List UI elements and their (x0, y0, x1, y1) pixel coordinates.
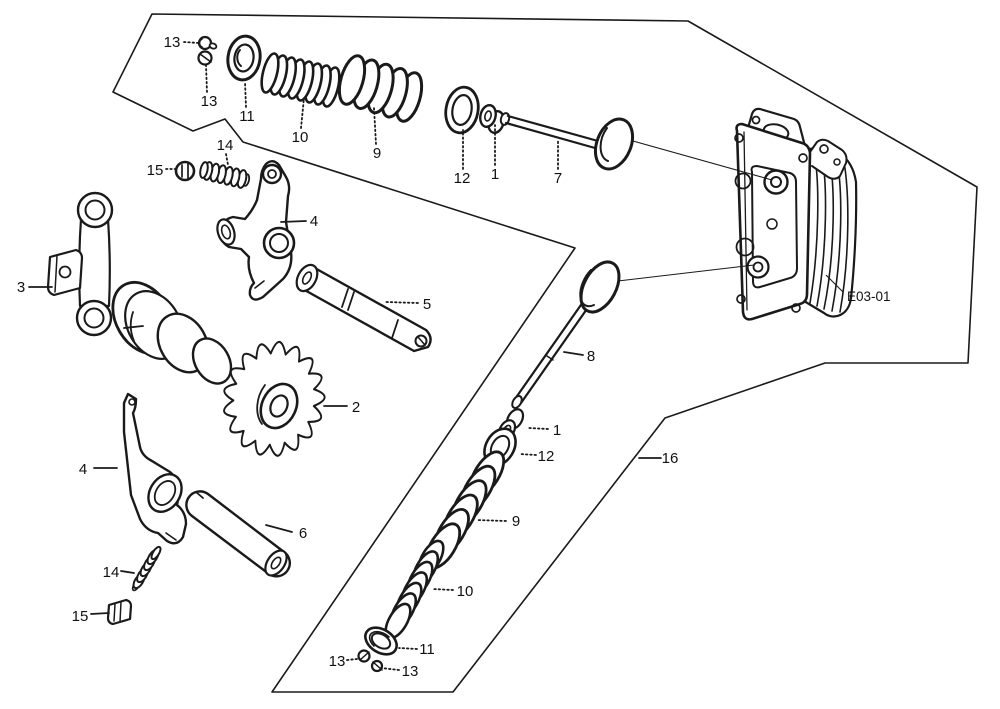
leader-8 (563, 351, 584, 356)
leader-10-top (300, 97, 305, 129)
callout-15-lower: 15 (72, 608, 89, 625)
part-9-outer-valve-spring-top (337, 54, 424, 123)
leader-14-top (225, 153, 229, 166)
callout-7: 7 (554, 170, 562, 187)
part-5-rocker-arm-shaft-upper (295, 263, 432, 353)
callout-15-top: 15 (147, 162, 164, 179)
part-13-valve-cotter-top-b (197, 50, 213, 66)
exhaust-valve-guide-bore (746, 255, 770, 279)
part-4-rocker-arm-upper (216, 160, 296, 301)
part-14-adjusting-screw-top (199, 161, 251, 189)
callout-14-lower: 14 (103, 564, 120, 581)
leader-15-lower (90, 612, 110, 615)
callout-4-upper: 4 (310, 213, 318, 230)
callout-11-top: 11 (239, 108, 255, 125)
figure-code-label: E03-01 (847, 289, 891, 304)
leader-14-lower (120, 570, 135, 574)
part-7-intake-valve (499, 112, 635, 171)
part-11-spring-retainer-top (226, 34, 262, 82)
part-12-spring-seat-top (444, 85, 480, 135)
leader-11-top (244, 81, 247, 108)
callout-13-top-a: 13 (164, 34, 181, 51)
part-4-rocker-arm-lower (122, 392, 188, 545)
leader-9-top (373, 107, 377, 145)
part-8-exhaust-valve (511, 260, 621, 409)
leader-5 (385, 301, 419, 304)
callout-9-lower: 9 (512, 513, 520, 530)
part-2-cam-sprocket (223, 340, 326, 457)
part-11-spring-retainer-lower (364, 626, 398, 656)
callout-16: 16 (662, 450, 679, 467)
part-13-valve-cotter-lower-a (357, 649, 371, 663)
leader-10-lower (431, 588, 454, 591)
part-2-camshaft (111, 281, 233, 385)
diagram-border-outline (112, 13, 978, 693)
callout-8: 8 (587, 348, 595, 365)
callout-4-lower: 4 (79, 461, 87, 478)
part-15-lock-nut-lower (106, 598, 133, 626)
callout-10-lower: 10 (457, 583, 474, 600)
pointer-exhaust-valve-to-head (617, 264, 755, 282)
callout-12-lower: 12 (538, 448, 555, 465)
leader-13-lower-b (380, 667, 400, 671)
leader-13-top-b (205, 64, 208, 93)
part-13-valve-cotter-top-a (197, 35, 218, 51)
leader-11-lower (398, 647, 418, 650)
callout-9-top: 9 (373, 145, 381, 162)
part-15-lock-nut-top (174, 160, 196, 182)
callout-6: 6 (299, 525, 307, 542)
callout-3: 3 (17, 279, 25, 296)
part-1-valve-stem-seal-top (479, 103, 505, 135)
callout-13-lower-a: 13 (329, 653, 346, 670)
callout-12-top: 12 (454, 170, 471, 187)
leader-1-lower (528, 427, 549, 430)
part-6-rocker-arm-shaft-lower (185, 490, 291, 578)
callout-13-lower-b: 13 (402, 663, 419, 680)
part-3-camshaft-holder (46, 191, 114, 337)
leader-13-top-a (183, 41, 200, 44)
part-14-adjusting-screw-lower (131, 545, 162, 592)
callout-1-top: 1 (491, 166, 499, 183)
part-10-inner-valve-spring-lower (384, 539, 445, 640)
leader-6 (265, 524, 293, 533)
pointer-code-to-head (825, 274, 844, 293)
cam-tower-bracket (809, 138, 848, 180)
leader-13-lower-a (346, 658, 358, 661)
callout-11-lower: 11 (419, 641, 435, 658)
callout-14-top: 14 (217, 137, 234, 154)
callout-5: 5 (423, 296, 431, 313)
intake-valve-guide-bore (763, 169, 789, 195)
callout-2: 2 (352, 399, 360, 416)
leader-9-lower (475, 519, 507, 522)
callout-1-lower: 1 (553, 422, 561, 439)
callout-13-top-b: 13 (201, 93, 218, 110)
cylinder-head (734, 107, 858, 321)
leader-12-lower (519, 453, 537, 456)
part-10-inner-valve-spring-top (260, 52, 341, 108)
callout-10-top: 10 (292, 129, 309, 146)
part-13-valve-cotter-lower-b (370, 659, 384, 673)
pointer-intake-valve-to-head (632, 140, 773, 181)
leader-4-upper (280, 220, 307, 223)
